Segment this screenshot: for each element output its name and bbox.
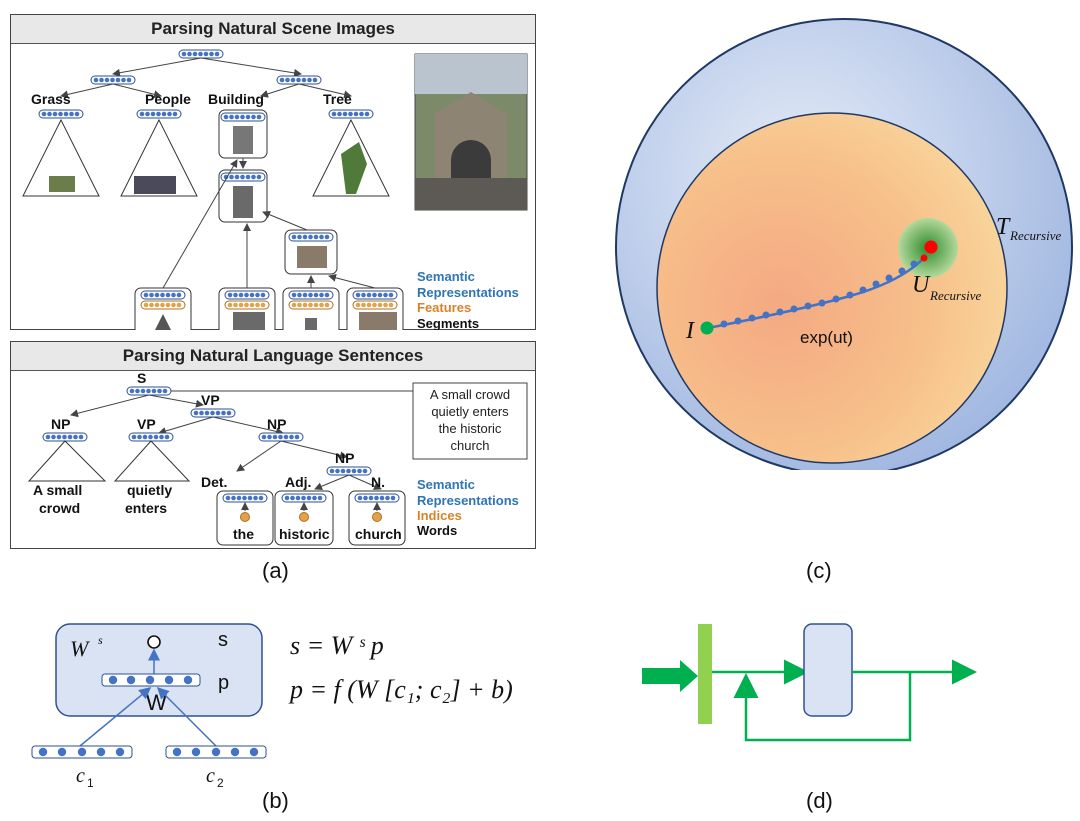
label-c1-sub: 1 bbox=[87, 776, 94, 790]
legend-features: Features bbox=[417, 300, 471, 315]
legend-semantic: Semantic bbox=[417, 269, 475, 284]
scene-panel-title: Parsing Natural Scene Images bbox=[11, 15, 535, 44]
panel-d-diagram bbox=[642, 623, 977, 742]
tag-np-right: NP bbox=[335, 450, 354, 466]
recurrent-loop bbox=[733, 672, 912, 742]
label-u: U bbox=[912, 272, 931, 298]
caption-d: (d) bbox=[806, 788, 833, 813]
label-t: T bbox=[996, 214, 1011, 240]
root-vector bbox=[178, 49, 224, 59]
scene-tree-diagram: Grass People Building Tree bbox=[22, 49, 528, 330]
legend2-words: Words bbox=[417, 523, 457, 538]
label-building: Building bbox=[208, 91, 264, 107]
equation-p: p = f (W [c₁; c₂] + b) bbox=[288, 675, 513, 704]
manifold-inner bbox=[656, 112, 1008, 464]
label-ws-sup: s bbox=[98, 633, 103, 647]
tag-vp: VP bbox=[137, 416, 156, 432]
people-segment bbox=[134, 176, 176, 194]
legend2-representations: Representations bbox=[417, 493, 519, 508]
legend2-indices: Indices bbox=[417, 508, 462, 523]
input-arrow bbox=[642, 660, 698, 692]
caption-c: (c) bbox=[806, 558, 832, 583]
phrase-crowd: crowd bbox=[39, 500, 80, 516]
target-point bbox=[924, 240, 938, 254]
scene-parsing-panel: Parsing Natural Scene Images bbox=[10, 14, 536, 330]
phrase-enters: enters bbox=[125, 500, 167, 516]
hidden-unit-box bbox=[803, 623, 853, 717]
rnn-unit-box bbox=[55, 623, 263, 717]
word-historic: historic bbox=[279, 526, 330, 542]
caption-a: (a) bbox=[262, 558, 289, 583]
language-tree-diagram: S VP NP VP NP NP A small crowd quietly e… bbox=[27, 371, 528, 546]
sentence-line-2: quietly enters bbox=[431, 404, 509, 419]
label-c1: c bbox=[76, 765, 85, 787]
word-church: church bbox=[355, 526, 402, 542]
sentence-line-1: A small crowd bbox=[430, 387, 510, 402]
label-c2: c bbox=[206, 765, 215, 787]
legend-representations: Representations bbox=[417, 285, 519, 300]
equation-s: s = W ˢ p bbox=[290, 631, 384, 660]
label-exp: exp(ut) bbox=[800, 328, 853, 347]
label-tree: Tree bbox=[323, 91, 352, 107]
grass-people-vector bbox=[90, 75, 136, 85]
label-u-sub: Recursive bbox=[929, 288, 981, 303]
label-s: s bbox=[218, 629, 228, 651]
output-node bbox=[147, 635, 161, 649]
label-t-sub: Recursive bbox=[1009, 228, 1061, 243]
tag-adj: Adj. bbox=[285, 474, 311, 490]
sentence-line-4: church bbox=[450, 438, 489, 453]
label-p: p bbox=[218, 672, 229, 694]
tag-det: Det. bbox=[201, 474, 227, 490]
sentence-line-3: the historic bbox=[439, 421, 502, 436]
input-bar bbox=[698, 624, 712, 724]
building-tree-vector bbox=[276, 75, 322, 85]
label-people: People bbox=[145, 91, 191, 107]
language-parsing-panel: Parsing Natural Language Sentences S VP … bbox=[10, 341, 536, 549]
phrase-a-small: A small bbox=[33, 482, 82, 498]
legend-segments: Segments bbox=[417, 316, 479, 330]
language-panel-title: Parsing Natural Language Sentences bbox=[11, 342, 535, 371]
tag-vp-top: VP bbox=[201, 392, 220, 408]
tag-n: N. bbox=[371, 474, 385, 490]
panel-c-diagram: I exp(ut) U Recursive T Recursive bbox=[615, 18, 1073, 470]
label-i: I bbox=[685, 318, 695, 344]
legend2-semantic: Semantic bbox=[417, 477, 475, 492]
grass-segment bbox=[49, 176, 75, 192]
tag-np-left: NP bbox=[51, 416, 70, 432]
label-c2-sub: 2 bbox=[217, 776, 224, 790]
label-ws: W bbox=[70, 636, 90, 661]
start-point-i bbox=[700, 321, 714, 335]
phrase-quietly: quietly bbox=[127, 482, 172, 498]
tag-s: S bbox=[137, 371, 146, 386]
label-grass: Grass bbox=[31, 91, 71, 107]
tag-np-mid: NP bbox=[267, 416, 286, 432]
word-the: the bbox=[233, 526, 254, 542]
caption-b: (b) bbox=[262, 788, 289, 813]
panel-b-diagram: W s s p W c 1 c 2 s = W ˢ p p = f (W [c₁… bbox=[31, 623, 513, 790]
tree-segment bbox=[341, 142, 367, 194]
sentence-box bbox=[412, 382, 528, 460]
